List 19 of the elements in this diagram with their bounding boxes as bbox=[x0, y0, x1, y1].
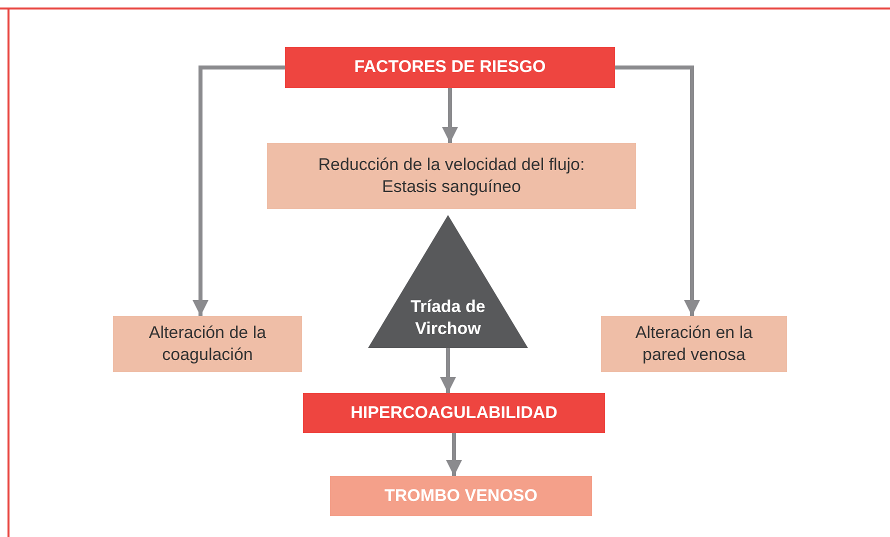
box-label: Reducción de la velocidad del flujo: Estasis sanguíneo bbox=[317, 154, 586, 198]
process-box bbox=[267, 143, 636, 209]
box-label: FACTORES DE RIESGO bbox=[354, 56, 546, 78]
arrow bbox=[442, 88, 458, 143]
box-label: Alteración de la coagulación bbox=[148, 322, 268, 366]
process-box bbox=[285, 47, 615, 88]
process-box bbox=[303, 393, 605, 433]
triangle-label: Tríada de Virchow bbox=[410, 296, 486, 340]
process-box bbox=[330, 476, 592, 516]
box-label: TROMBO VENOSO bbox=[384, 484, 538, 507]
arrow bbox=[446, 433, 462, 476]
box-label: HIPERCOAGULABILIDAD bbox=[350, 402, 558, 424]
arrow bbox=[615, 66, 700, 316]
arrow bbox=[192, 66, 285, 316]
triangle-node bbox=[368, 215, 528, 348]
box-label: Alteración en la pared venosa bbox=[634, 322, 754, 366]
arrow bbox=[440, 348, 456, 393]
process-box bbox=[113, 316, 302, 372]
process-box bbox=[601, 316, 787, 372]
